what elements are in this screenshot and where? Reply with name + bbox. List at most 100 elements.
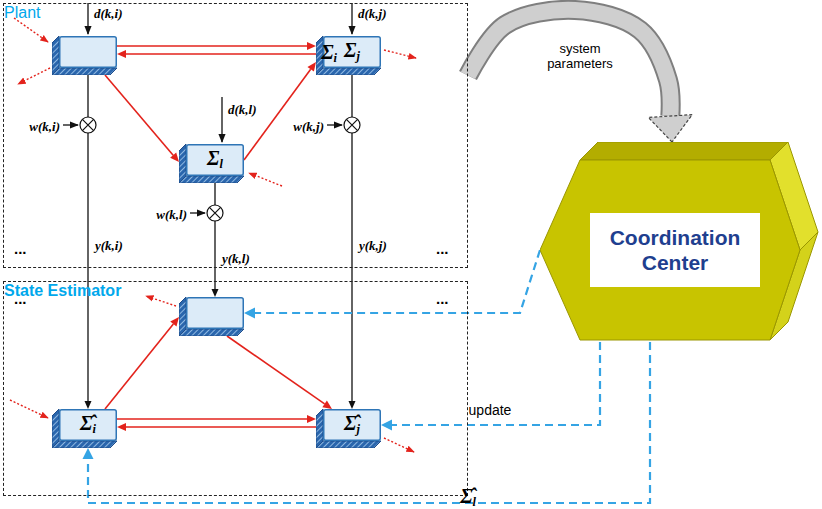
- edge-label-holder: update: [469, 401, 512, 419]
- arrow-head: [85, 401, 92, 409]
- disturbance-label: d(k,j): [358, 6, 387, 22]
- estimator-symbol: Σ̂l: [460, 485, 476, 509]
- connector-path: [227, 336, 325, 404]
- update-arrow: [83, 342, 651, 503]
- connector-path: [126, 53, 316, 55]
- edge-label-holder: y(k,i): [95, 236, 123, 254]
- arrow-head: [307, 42, 316, 50]
- box-face: [60, 37, 117, 68]
- edge-label-holder: y(k,j): [359, 236, 387, 254]
- connector-path: [105, 75, 173, 155]
- signal-label: y(k,j): [359, 238, 387, 254]
- box-outline: [52, 36, 117, 75]
- estimator-box: Σ̂j: [316, 409, 381, 448]
- symbol-subscript: i: [92, 423, 95, 437]
- box-side: [52, 68, 117, 75]
- label-holder: ...: [436, 240, 449, 258]
- label-holder: d(k,l): [228, 100, 257, 118]
- signal-arrow: [117, 50, 316, 58]
- disturbance-arrow: [351, 3, 352, 34]
- coordination-hexagon: Coordination Center: [540, 142, 820, 342]
- arrow-head: [170, 317, 179, 327]
- box-face: [324, 37, 381, 68]
- summing-junction: [207, 205, 223, 221]
- subsystem-symbol: Σi: [321, 41, 337, 66]
- label-holder: ...: [14, 290, 27, 308]
- box-face: [324, 410, 381, 441]
- noise-label: w(k,l): [156, 207, 187, 223]
- update-arrow: [381, 342, 600, 431]
- edge-label-holder: y(k,l): [222, 249, 250, 267]
- edge-label-holder: system parameters: [538, 42, 622, 72]
- connector-path: [392, 342, 600, 425]
- box-side: [316, 68, 381, 75]
- connector-path: [117, 418, 307, 420]
- arrow-head: [381, 420, 392, 431]
- symbol-letter: Σ̂: [344, 412, 356, 434]
- center-title: Coordination Center: [590, 213, 760, 287]
- subsystem-symbol: Σj: [344, 39, 360, 64]
- noise-arrow: [327, 124, 342, 125]
- label-holder: w(k,l): [156, 205, 187, 223]
- symbol-letter: Σ: [207, 147, 219, 169]
- connector-path: [468, 10, 671, 116]
- symbol-letter: Σ: [344, 39, 356, 61]
- flow-label: system parameters: [538, 42, 622, 72]
- connector-path: [214, 183, 215, 289]
- subsystem-box: Σi: [52, 36, 117, 75]
- signal-arrow: [117, 423, 316, 431]
- arrow-outline: [468, 10, 671, 116]
- hexagon-top: [580, 142, 788, 160]
- symbol-letter: Σ̂: [460, 485, 472, 507]
- connector-path: [126, 426, 316, 428]
- disturbance-arrow: [87, 3, 88, 34]
- parameter-arrow: [468, 10, 692, 142]
- symbol-subscript: l: [473, 496, 476, 509]
- box-side: [179, 176, 244, 183]
- label-holder: d(k,j): [358, 4, 387, 22]
- signal-label: y(k,i): [95, 238, 123, 254]
- arrow-head: [322, 401, 332, 409]
- arrow-head: [83, 448, 94, 459]
- disturbance-arrow: [221, 97, 222, 142]
- signal-arrow: [227, 336, 332, 409]
- noise-label: w(k,i): [29, 119, 60, 135]
- external-coupling: [10, 18, 416, 452]
- ellipsis-mark: ...: [14, 290, 27, 307]
- noise-arrow: [190, 212, 205, 213]
- label-holder: w(k,i): [29, 117, 60, 135]
- box-side: [179, 329, 244, 336]
- estimator-symbol: Σ̂i: [80, 412, 96, 437]
- arrow-head: [307, 415, 316, 423]
- estimator-symbol: Σ̂j: [344, 412, 360, 437]
- box-face: [187, 145, 244, 176]
- ellipsis-mark: ...: [436, 290, 449, 307]
- estimator-region: Σ̂lΣ̂iΣ̂jState Estimator: [3, 281, 468, 496]
- label-holder: ...: [14, 240, 27, 258]
- plant-region: ΣiΣjΣlPlant: [3, 3, 468, 268]
- flow-label: update: [469, 402, 512, 418]
- hexagon-front: [540, 160, 800, 340]
- arrow-head: [212, 289, 219, 297]
- arrow-head: [117, 423, 126, 431]
- disturbance-label: d(k,l): [228, 102, 257, 118]
- estimator-box: Σ̂i: [52, 409, 117, 448]
- summing-junction: [80, 117, 96, 133]
- box-outline: [179, 297, 244, 336]
- connector-path: [88, 342, 650, 503]
- signal-arrow: [105, 317, 179, 409]
- box-side: [52, 441, 117, 448]
- symbol-subscript: l: [219, 158, 222, 172]
- subsystem-symbol: Σl: [207, 147, 223, 172]
- connector-path: [117, 45, 307, 47]
- label-holder: ...: [436, 290, 449, 308]
- box-face: [60, 410, 117, 441]
- arrow-head: [307, 62, 316, 72]
- connector-path: [105, 324, 173, 409]
- signal-arrow: [105, 75, 179, 162]
- label-holder: d(k,i): [94, 4, 123, 22]
- label-holder: w(k,j): [293, 117, 324, 135]
- signal-arrow: [117, 415, 316, 423]
